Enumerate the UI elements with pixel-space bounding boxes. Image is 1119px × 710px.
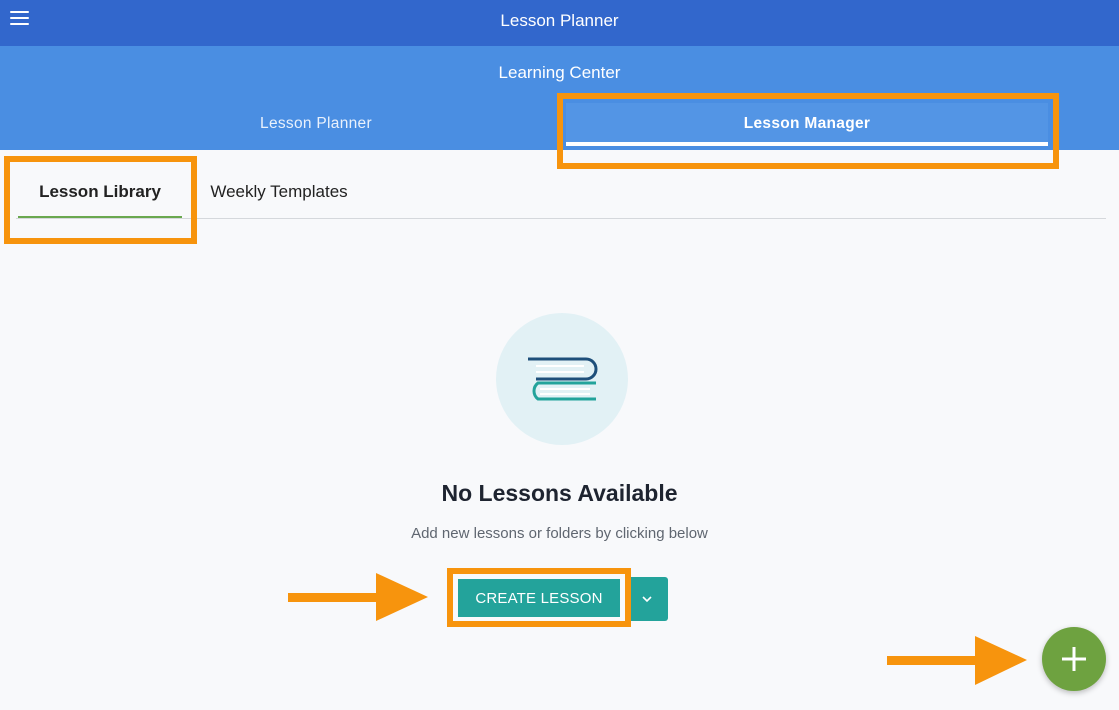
books-stack-icon <box>528 357 598 401</box>
hamburger-menu-icon[interactable] <box>9 9 31 27</box>
tab-lesson-library[interactable]: Lesson Library <box>16 160 184 218</box>
highlight-box-lesson-manager <box>557 93 1059 169</box>
arrow-right-icon <box>887 636 1027 685</box>
add-fab-button[interactable] <box>1042 627 1106 691</box>
library-tabs: Lesson Library Weekly Templates <box>16 160 1106 219</box>
highlight-box-create-lesson <box>447 568 631 627</box>
create-lesson-button[interactable]: CREATE LESSON <box>458 579 620 617</box>
empty-state-subtitle: Add new lessons or folders by clicking b… <box>411 525 708 542</box>
tab-label: Lesson Library <box>39 182 161 201</box>
chevron-down-icon <box>642 596 652 603</box>
tab-label: Weekly Templates <box>210 182 348 201</box>
active-tab-indicator <box>18 216 182 218</box>
plus-icon <box>1062 647 1086 671</box>
empty-state-illustration <box>496 313 628 445</box>
tab-label: Lesson Planner <box>260 115 372 132</box>
highlight-box-lesson-library <box>4 156 197 244</box>
tab-label: Lesson Manager <box>743 115 871 132</box>
section-title: Learning Center <box>498 63 621 82</box>
tab-lesson-manager[interactable]: Lesson Manager <box>566 103 1048 146</box>
arrow-right-icon <box>288 573 428 621</box>
tab-lesson-planner[interactable]: Lesson Planner <box>166 103 466 143</box>
app-bar: Lesson Planner <box>0 0 1119 46</box>
empty-state-title: No Lessons Available <box>441 480 678 506</box>
app-title: Lesson Planner <box>500 11 619 30</box>
create-options-dropdown-button[interactable] <box>626 577 668 621</box>
active-tab-indicator <box>566 142 1048 146</box>
tab-weekly-templates[interactable]: Weekly Templates <box>194 160 364 218</box>
